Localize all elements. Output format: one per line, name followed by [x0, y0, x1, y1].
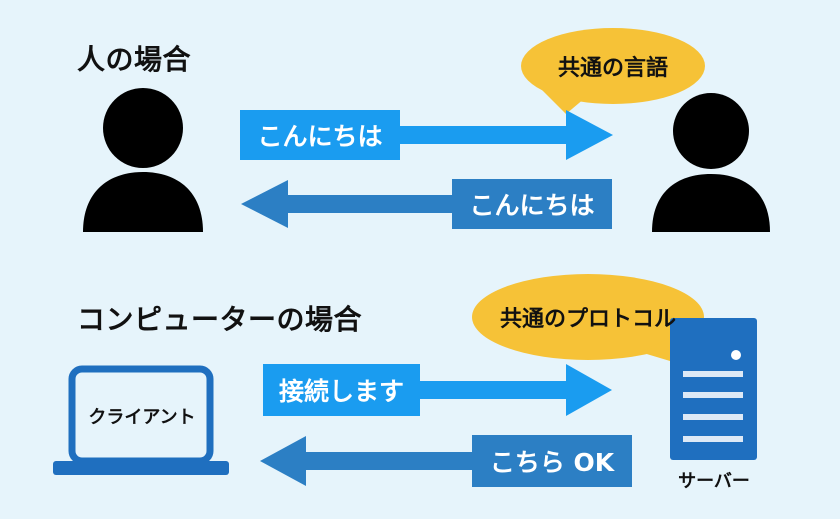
human-arrow-right-label: こんにちは — [257, 122, 383, 151]
human-heading: 人の場合 — [77, 43, 192, 76]
human-arrow-left-label: こんにちは — [469, 191, 595, 220]
computer-arrow-right-label: 接続します — [278, 377, 404, 406]
arrow-right-computer — [263, 364, 612, 416]
arrow-left-human — [241, 179, 612, 229]
arrow-right-human — [240, 110, 613, 160]
computer-arrow-left-label: こちら OK — [489, 448, 615, 477]
client-label: クライアント — [88, 407, 196, 428]
person-icon-left — [83, 88, 203, 232]
speech-bubble-language — [521, 28, 705, 114]
server-icon — [670, 318, 757, 460]
human-bubble-text: 共通の言語 — [557, 56, 668, 81]
computer-heading: コンピューターの場合 — [77, 303, 363, 336]
laptop-icon — [53, 365, 229, 475]
person-icon-right — [652, 93, 770, 232]
server-label: サーバー — [678, 471, 750, 492]
arrow-left-computer — [260, 435, 632, 487]
computer-bubble-text: 共通のプロトコル — [499, 307, 676, 332]
